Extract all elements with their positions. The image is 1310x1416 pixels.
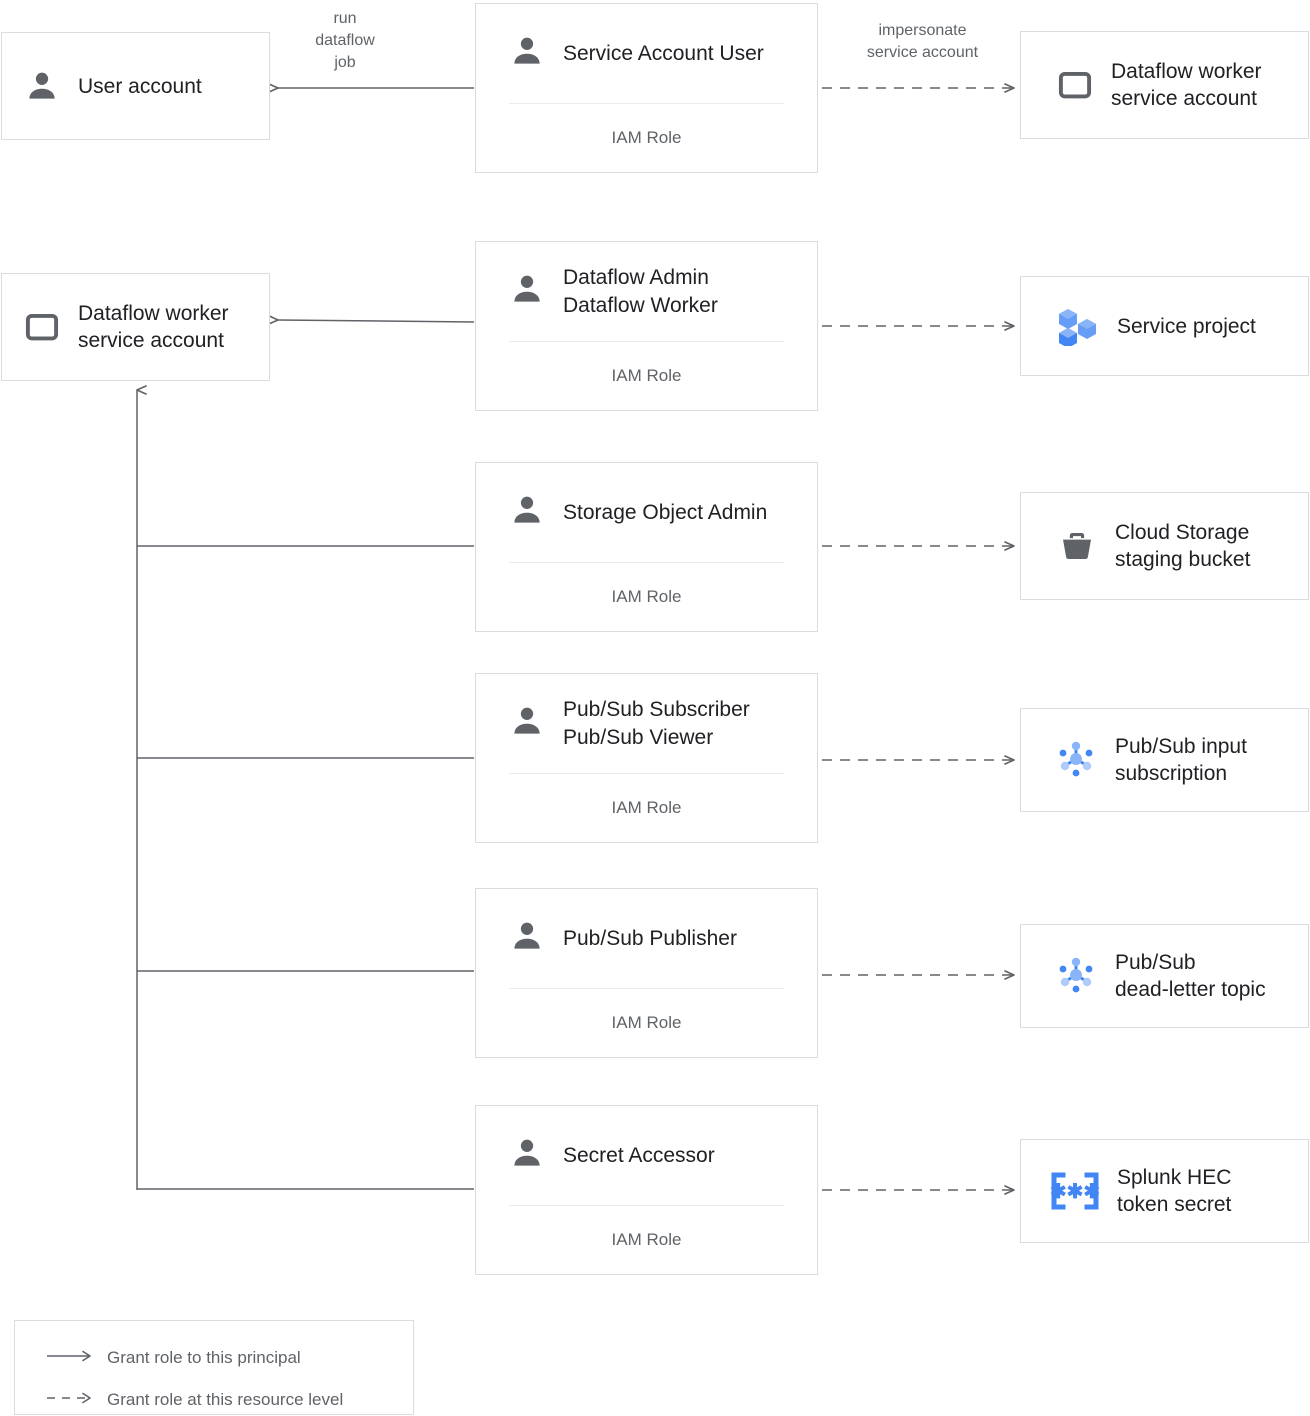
card-divider — [509, 988, 784, 989]
card-footer-label: IAM Role — [611, 798, 682, 817]
card-role-label: Pub/Sub Subscriber Pub/Sub Viewer — [563, 697, 750, 749]
card-divider — [509, 1205, 784, 1206]
edge-dataflow-roles-to-principal — [268, 315, 475, 325]
pubsub-icon — [1053, 953, 1099, 999]
card-storage-object-admin[interactable]: Storage Object Admin IAM Role — [475, 462, 818, 632]
card-role-label: Dataflow Admin Dataflow Worker — [563, 265, 718, 317]
card-dataflow-admin-worker[interactable]: Dataflow Admin Dataflow Worker IAM Role — [475, 241, 818, 411]
person-icon — [509, 1135, 545, 1176]
node-label: Pub/Sub input subscription — [1115, 735, 1247, 785]
card-header: Pub/Sub Subscriber Pub/Sub Viewer — [476, 674, 817, 773]
card-header: Secret Accessor — [476, 1106, 817, 1205]
node-dataflow-worker-service-account-right[interactable]: Dataflow worker service account — [1020, 31, 1309, 139]
node-label: Dataflow worker service account — [78, 302, 229, 352]
card-pubsub-publisher[interactable]: Pub/Sub Publisher IAM Role — [475, 888, 818, 1058]
card-role-label: Pub/Sub Publisher — [563, 926, 737, 950]
card-footer-label: IAM Role — [611, 366, 682, 385]
node-dataflow-worker-service-account-left[interactable]: Dataflow worker service account — [1, 273, 270, 381]
svg-text:✱✱✱: ✱✱✱ — [1050, 1181, 1100, 1203]
card-header: Pub/Sub Publisher — [476, 889, 817, 988]
pubsub-icon — [1053, 737, 1099, 783]
card-footer-label: IAM Role — [611, 128, 682, 147]
node-label: Splunk HEC token secret — [1117, 1166, 1232, 1216]
person-icon — [509, 271, 545, 312]
node-pubsub-dead-letter-topic[interactable]: Pub/Sub dead-letter topic — [1020, 924, 1309, 1028]
card-pubsub-subscriber-viewer[interactable]: Pub/Sub Subscriber Pub/Sub Viewer IAM Ro… — [475, 673, 818, 843]
solid-arrow-icon — [45, 1349, 107, 1368]
legend-label: Grant role at this resource level — [107, 1390, 344, 1409]
person-icon — [509, 703, 545, 744]
edge-label-impersonate-service-account: impersonate service account — [866, 22, 979, 61]
legend-item-dashed: Grant role at this resource level — [15, 1379, 413, 1416]
node-label: User account — [78, 74, 202, 98]
card-secret-accessor[interactable]: Secret Accessor IAM Role — [475, 1105, 818, 1275]
node-label: Service project — [1117, 314, 1256, 338]
node-user-account[interactable]: User account — [1, 32, 270, 140]
person-icon — [24, 68, 60, 104]
legend: Grant role to this principal Grant role … — [14, 1320, 414, 1415]
card-service-account-user[interactable]: Service Account User IAM Role — [475, 3, 818, 173]
card-footer-label: IAM Role — [611, 1013, 682, 1032]
secret-manager-icon: ✱✱✱ — [1047, 1169, 1103, 1213]
node-service-project[interactable]: Service project — [1020, 276, 1309, 376]
node-pubsub-input-subscription[interactable]: Pub/Sub input subscription — [1020, 708, 1309, 812]
card-divider — [509, 103, 784, 104]
node-cloud-storage-staging-bucket[interactable]: Cloud Storage staging bucket — [1020, 492, 1309, 600]
card-divider — [509, 341, 784, 342]
project-hexagons-icon — [1055, 306, 1099, 346]
card-header: Dataflow Admin Dataflow Worker — [476, 242, 817, 341]
card-divider — [509, 562, 784, 563]
legend-item-solid: Grant role to this principal — [15, 1337, 413, 1379]
node-label: Dataflow worker service account — [1111, 60, 1262, 110]
card-header: Service Account User — [476, 4, 817, 103]
person-icon — [509, 492, 545, 533]
person-icon — [509, 33, 545, 74]
card-role-label: Storage Object Admin — [563, 500, 768, 524]
node-label: Cloud Storage staging bucket — [1115, 521, 1251, 571]
dashed-arrow-icon — [45, 1391, 107, 1410]
node-splunk-hec-token-secret[interactable]: ✱✱✱ Splunk HEC token secret — [1020, 1139, 1309, 1243]
card-footer-label: IAM Role — [611, 1230, 682, 1249]
edge-label-run-dataflow-job: run dataflow job — [315, 10, 375, 71]
storage-bucket-icon — [1057, 526, 1097, 566]
service-account-icon — [1057, 67, 1093, 103]
card-header: Storage Object Admin — [476, 463, 817, 562]
person-icon — [509, 918, 545, 959]
card-role-label: Secret Accessor — [563, 1143, 715, 1167]
card-footer-label: IAM Role — [611, 587, 682, 606]
legend-label: Grant role to this principal — [107, 1348, 301, 1367]
node-label: Pub/Sub dead-letter topic — [1115, 951, 1266, 1001]
service-account-icon — [24, 309, 60, 345]
card-divider — [509, 773, 784, 774]
card-role-label: Service Account User — [563, 41, 764, 65]
